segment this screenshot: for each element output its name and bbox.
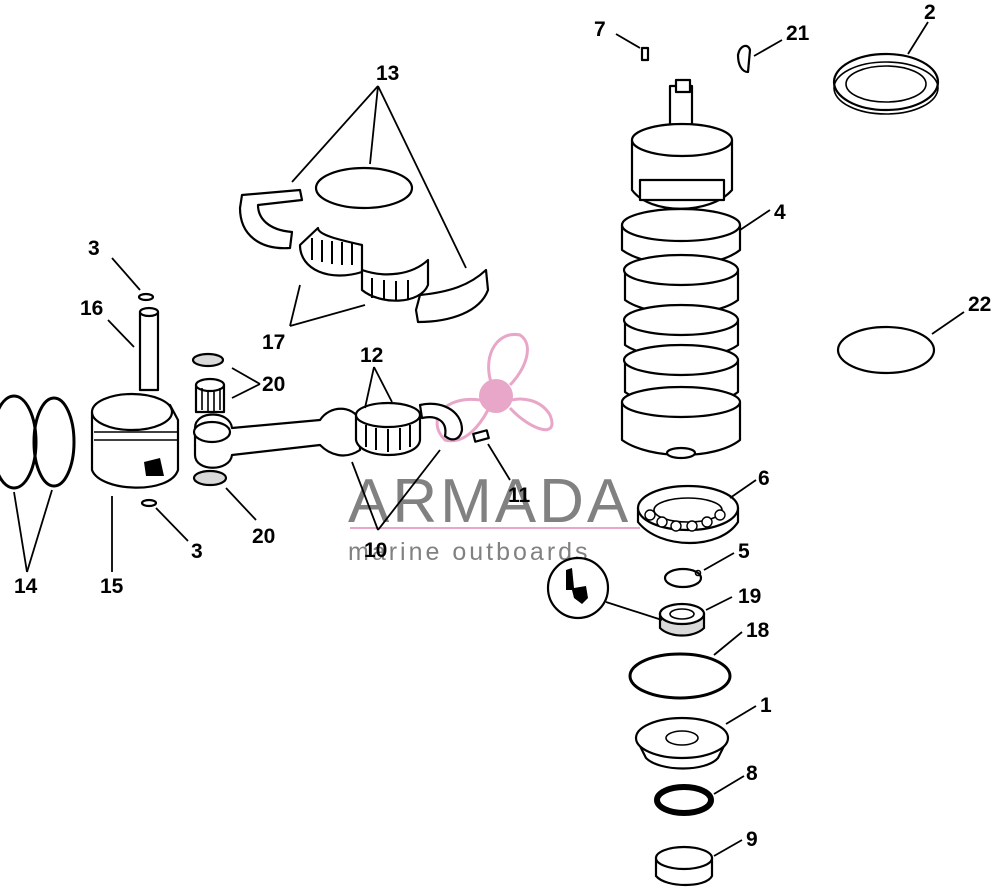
part-13-ring xyxy=(314,166,414,210)
part-7-key xyxy=(640,46,650,62)
callout-15: 15 xyxy=(100,575,124,598)
callout-labels: 1 2 3 3 4 5 6 7 8 9 10 11 12 13 14 15 16… xyxy=(14,1,991,851)
callout-16: 16 xyxy=(80,297,103,320)
part-15-piston xyxy=(90,392,180,489)
part-3-retainer-bottom xyxy=(140,498,158,508)
part-11-screw xyxy=(472,429,490,443)
part-3-retainer-top xyxy=(137,292,155,302)
part-19-seal xyxy=(658,602,706,637)
part-14-piston-rings xyxy=(0,394,76,490)
part-2-ring xyxy=(832,52,940,115)
watermark: ARMADA marine outboards xyxy=(348,333,640,566)
leader-lines xyxy=(13,21,965,857)
callout-21: 21 xyxy=(786,22,810,45)
callout-12: 12 xyxy=(360,344,383,367)
callout-20-top: 20 xyxy=(262,373,285,396)
part-6-ball-bearing xyxy=(636,484,740,545)
callout-14: 14 xyxy=(14,575,38,598)
part-10-rod-cap xyxy=(418,402,464,441)
callout-4: 4 xyxy=(774,201,786,224)
callout-5: 5 xyxy=(738,540,750,563)
part-8-seal xyxy=(654,784,714,816)
callout-20-bottom: 20 xyxy=(252,525,275,548)
watermark-tagline: marine outboards xyxy=(348,538,591,566)
callout-19: 19 xyxy=(738,585,761,608)
callout-7: 7 xyxy=(594,18,606,41)
part-13-bearing-halves xyxy=(238,166,490,324)
part-22-oring xyxy=(836,325,936,375)
seal-detail-inset xyxy=(546,556,663,621)
callout-8: 8 xyxy=(746,762,758,785)
callout-1: 1 xyxy=(760,694,772,717)
callout-10: 10 xyxy=(364,539,387,562)
part-17-needle-bearings xyxy=(298,226,430,302)
part-12-needle-bearing xyxy=(354,401,422,457)
part-20-pin-bearing xyxy=(191,352,228,487)
callout-3-bottom: 3 xyxy=(191,540,203,563)
watermark-brand: ARMADA xyxy=(348,467,631,536)
callout-18: 18 xyxy=(746,619,770,642)
part-5-snap-ring xyxy=(663,567,703,589)
callout-17: 17 xyxy=(262,331,285,354)
callout-13: 13 xyxy=(376,62,399,85)
part-4-crankshaft xyxy=(620,78,742,460)
part-16-wrist-pin xyxy=(138,306,160,392)
part-18-oring xyxy=(628,652,732,700)
callout-2: 2 xyxy=(924,1,936,24)
part-1-housing xyxy=(634,716,730,770)
callout-11: 11 xyxy=(508,484,531,507)
connecting-rod xyxy=(192,407,362,469)
callout-6: 6 xyxy=(758,467,770,490)
callout-3-top: 3 xyxy=(88,237,100,260)
part-21-woodruff-key xyxy=(736,44,752,74)
callout-22: 22 xyxy=(968,293,991,316)
part-9-sleeve xyxy=(654,845,714,886)
callout-9: 9 xyxy=(746,828,758,851)
propeller-icon xyxy=(435,333,554,443)
